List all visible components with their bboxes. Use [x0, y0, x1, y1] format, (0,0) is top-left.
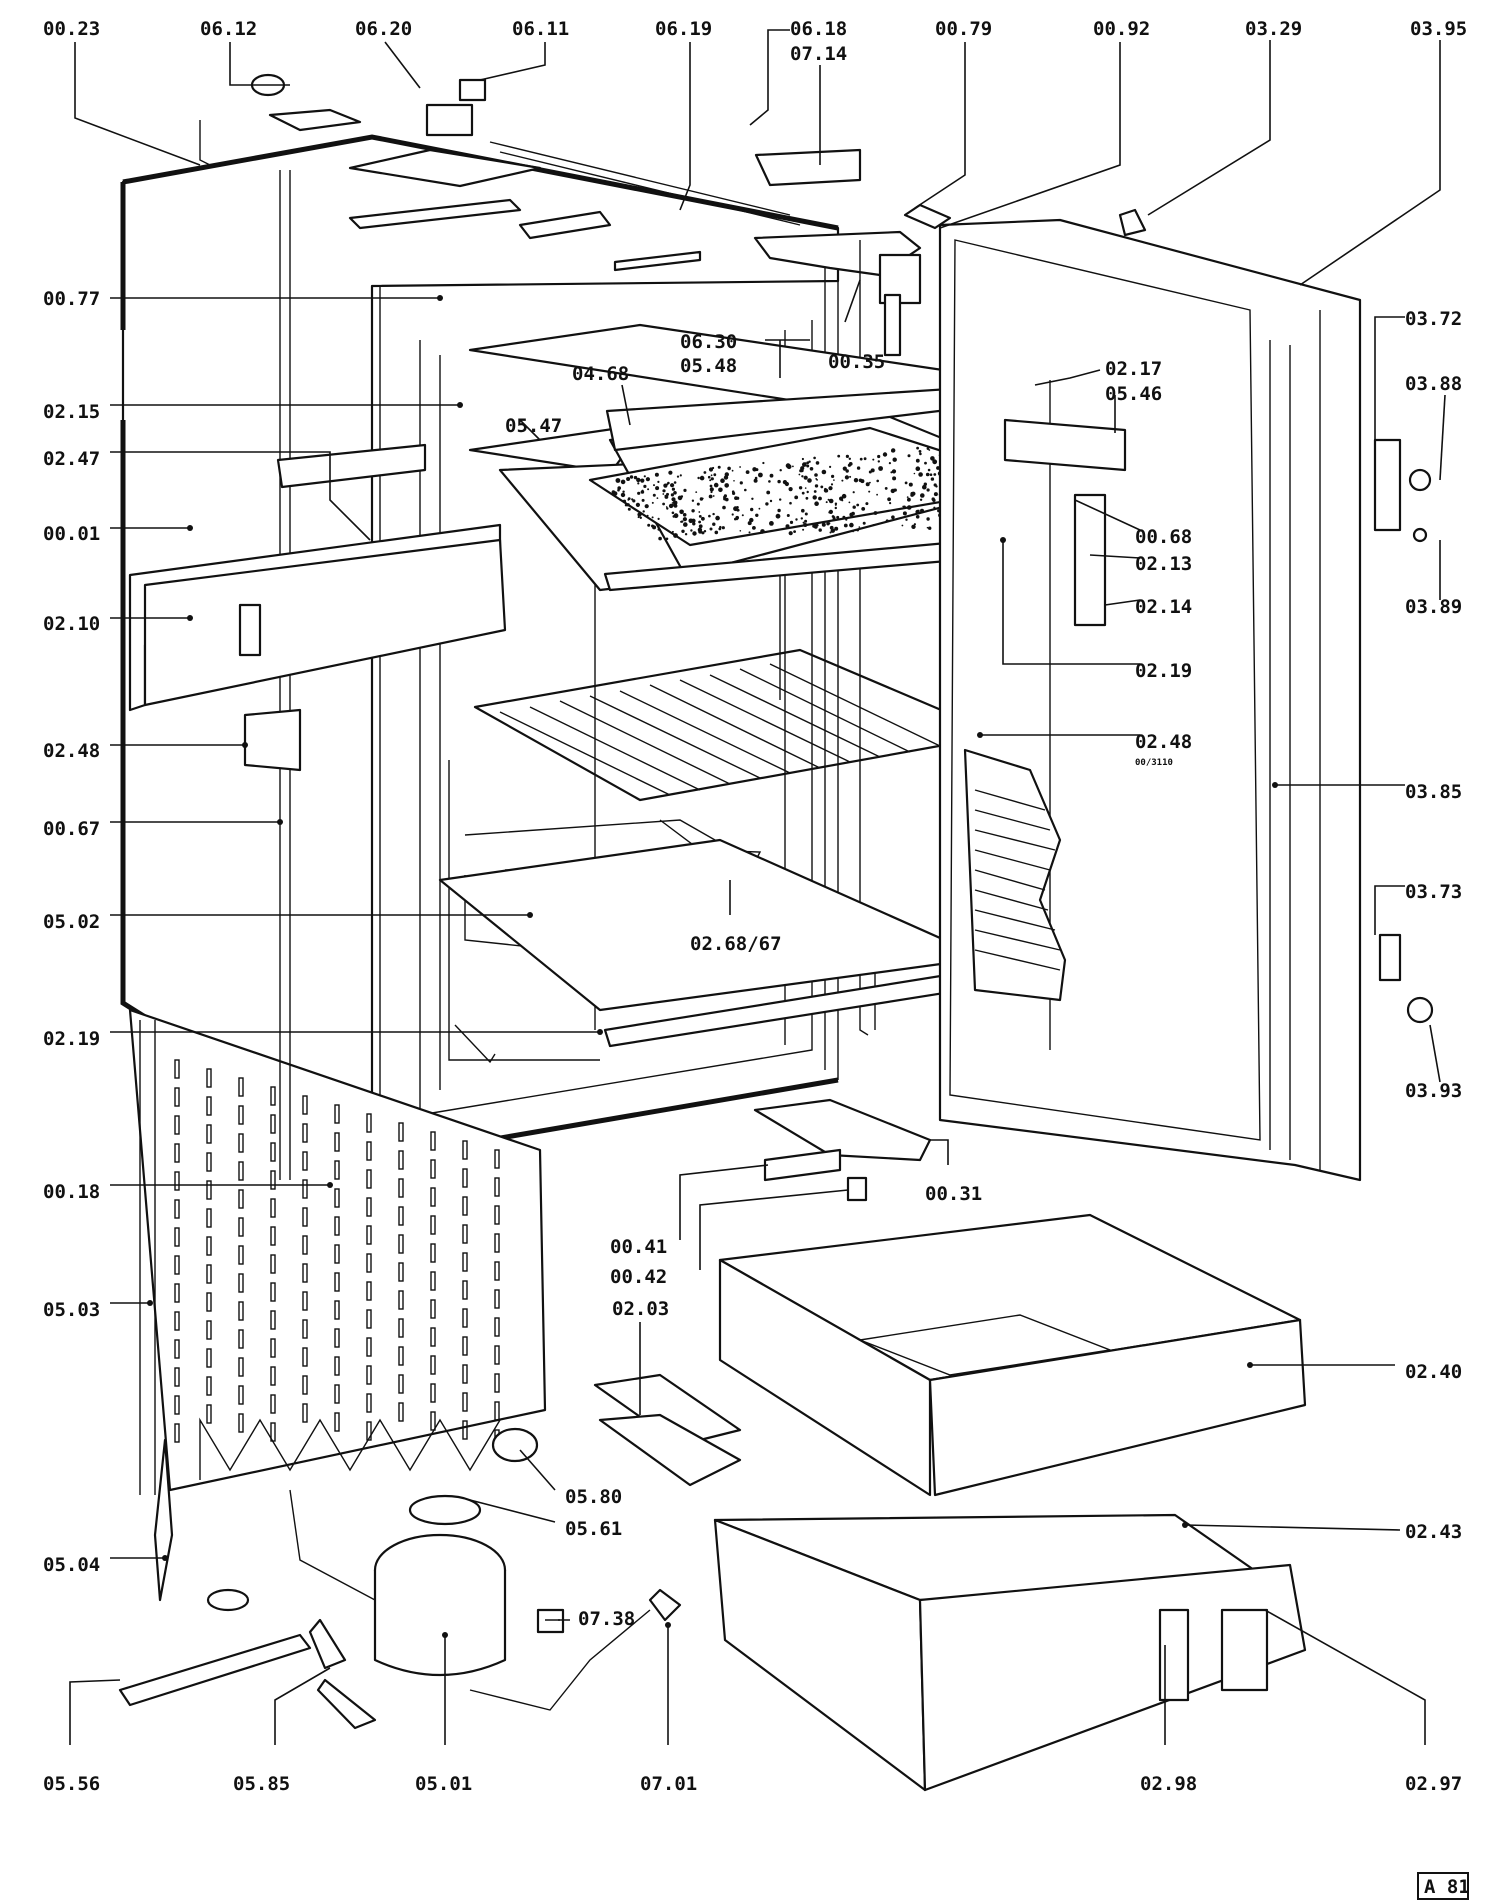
control-panel [128, 443, 507, 772]
label-00-01: 00.01 [43, 523, 100, 545]
label-06-20: 06.20 [355, 18, 412, 40]
label-00-77: 00.77 [43, 288, 100, 310]
label-05-61: 05.61 [565, 1518, 622, 1540]
label-02-17: 02.17 [1105, 358, 1162, 380]
ice-tray [408, 1373, 742, 1526]
leader-lines [69, 29, 1446, 1745]
label-05-85: 05.85 [233, 1773, 290, 1795]
label-02-19b: 02.19 [43, 1028, 100, 1050]
label-05-03: 05.03 [43, 1299, 100, 1321]
leader-dots [147, 295, 1278, 1638]
bottom-drawer [713, 1513, 1307, 1792]
thermostat-parts [199, 73, 1147, 237]
wire-shelf [473, 648, 1002, 873]
label-05-01: 05.01 [415, 1773, 472, 1795]
label-02-43: 02.43 [1405, 1521, 1462, 1543]
parts-drawing [118, 73, 1434, 1792]
label-02-03: 02.03 [612, 1298, 669, 1320]
label-05-56: 05.56 [43, 1773, 100, 1795]
label-03-73: 03.73 [1405, 881, 1462, 903]
label-02-14: 02.14 [1135, 596, 1192, 618]
label-05-02: 05.02 [43, 911, 100, 933]
stamp-text: A 81 [1424, 1876, 1470, 1898]
lower-hinge [753, 1098, 932, 1202]
label-03-88: 03.88 [1405, 373, 1462, 395]
label-07-01: 07.01 [640, 1773, 697, 1795]
page-stamp: A 81 [1417, 1872, 1470, 1900]
label-02-10: 02.10 [43, 613, 100, 635]
label-00-18: 00.18 [43, 1181, 100, 1203]
label-03-29: 03.29 [1245, 18, 1302, 40]
label-02-68-67: 02.68/67 [690, 933, 782, 955]
label-05-80: 05.80 [565, 1486, 622, 1508]
label-07-14: 07.14 [790, 43, 847, 65]
label-00-42: 00.42 [610, 1266, 667, 1288]
label-03-93: 03.93 [1405, 1080, 1462, 1102]
label-02-48b: 02.48 [1135, 731, 1192, 753]
compressor [118, 1438, 682, 1730]
label-06-12: 06.12 [200, 18, 257, 40]
label-02-15: 02.15 [43, 401, 100, 423]
label-02-48a: 02.48 [43, 740, 100, 762]
label-00-41: 00.41 [610, 1236, 667, 1258]
label-00-92: 00.92 [1093, 18, 1150, 40]
label-02-19a: 02.19 [1135, 660, 1192, 682]
label-05-47: 05.47 [505, 415, 562, 437]
part-labels: 00.23 06.12 06.20 06.11 06.19 06.18 07.1… [43, 18, 1467, 1795]
label-02-48-sub: 00/3110 [1135, 758, 1173, 768]
label-00-79: 00.79 [935, 18, 992, 40]
label-03-89: 03.89 [1405, 596, 1462, 618]
label-00-68: 00.68 [1135, 526, 1192, 548]
label-02-98: 02.98 [1140, 1773, 1197, 1795]
label-00-31: 00.31 [925, 1183, 982, 1205]
label-00-23: 00.23 [43, 18, 100, 40]
label-06-18: 06.18 [790, 18, 847, 40]
crisper-drawer [718, 1213, 1307, 1497]
label-06-11: 06.11 [512, 18, 569, 40]
label-07-38: 07.38 [578, 1608, 635, 1630]
label-06-30: 06.30 [680, 331, 737, 353]
label-03-72: 03.72 [1405, 308, 1462, 330]
label-02-13: 02.13 [1135, 553, 1192, 575]
hinge-parts [1003, 418, 1434, 1024]
label-02-40: 02.40 [1405, 1361, 1462, 1383]
label-05-46: 05.46 [1105, 383, 1162, 405]
label-02-97: 02.97 [1405, 1773, 1462, 1795]
label-02-47: 02.47 [43, 448, 100, 470]
label-03-85: 03.85 [1405, 781, 1462, 803]
label-05-48: 05.48 [680, 355, 737, 377]
label-05-04: 05.04 [43, 1554, 100, 1576]
label-06-19: 06.19 [655, 18, 712, 40]
label-03-95: 03.95 [1410, 18, 1467, 40]
label-00-67: 00.67 [43, 818, 100, 840]
label-00-35: 00.35 [828, 351, 885, 373]
label-04-68: 04.68 [572, 363, 629, 385]
